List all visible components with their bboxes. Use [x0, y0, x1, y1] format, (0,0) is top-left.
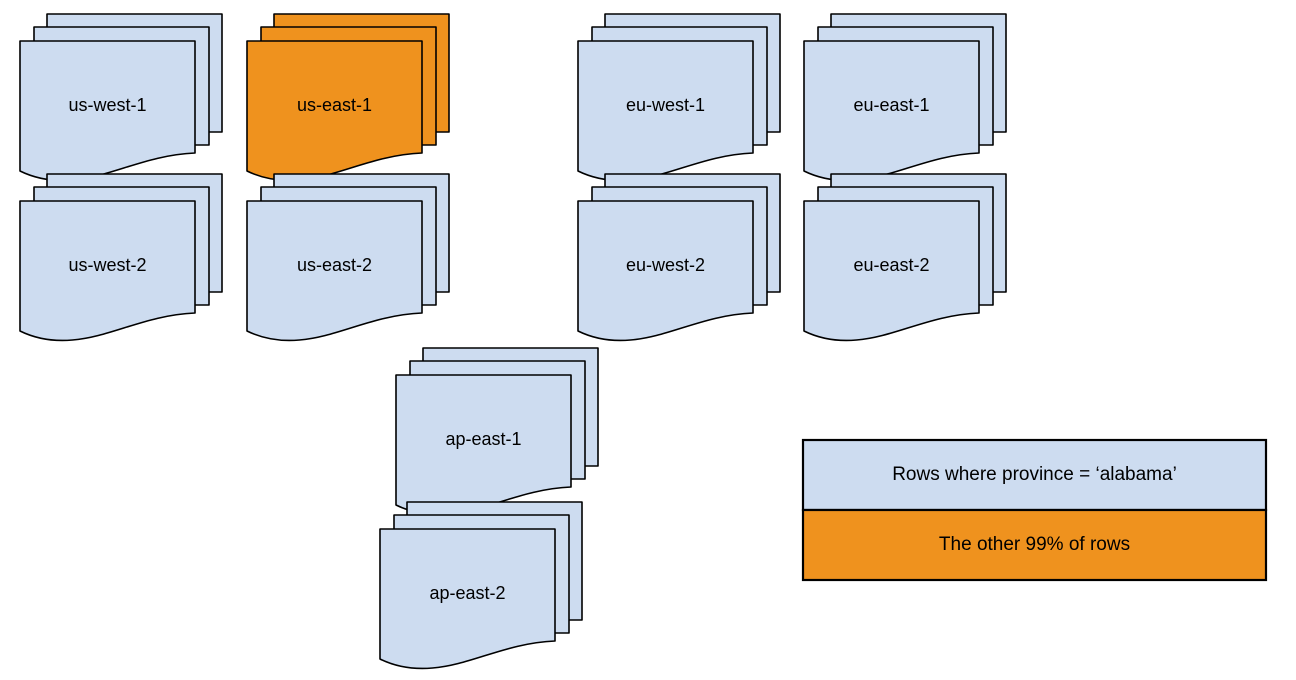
legend-swatch-1 — [801, 438, 1268, 512]
stack-label-us-east-1: us-east-1 — [297, 95, 372, 115]
stack-front-sheet — [379, 528, 556, 670]
legend-group: Rows where province = ‘alabama’ The other… — [801, 438, 1268, 582]
document-stack-eu-east-2[interactable]: eu-east-2 — [803, 173, 1007, 342]
stack-label-us-west-2: us-west-2 — [68, 255, 146, 275]
document-stack-us-east-1[interactable]: us-east-1 — [246, 13, 450, 182]
document-stack-us-west-2[interactable]: us-west-2 — [19, 173, 223, 342]
document-stack-us-west-1[interactable]: us-west-1 — [19, 13, 223, 182]
stack-label-eu-west-1: eu-west-1 — [626, 95, 705, 115]
stack-front-sheet — [19, 200, 196, 342]
legend-row-alabama[interactable]: Rows where province = ‘alabama’ — [801, 438, 1268, 512]
document-stack-ap-east-1[interactable]: ap-east-1 — [395, 347, 599, 516]
stack-label-eu-east-1: eu-east-1 — [853, 95, 929, 115]
document-stack-eu-west-1[interactable]: eu-west-1 — [577, 13, 781, 182]
document-stack-eu-west-2[interactable]: eu-west-2 — [577, 173, 781, 342]
stack-label-ap-east-1: ap-east-1 — [445, 429, 521, 449]
stack-front-sheet — [577, 200, 754, 342]
legend-label-1: Rows where province = ‘alabama’ — [892, 464, 1177, 485]
document-stacks-group: us-west-1 us-east-1 eu-west-1 eu-east-1 us-w… — [19, 13, 1007, 670]
document-stack-eu-east-1[interactable]: eu-east-1 — [803, 13, 1007, 182]
document-stack-us-east-2[interactable]: us-east-2 — [246, 173, 450, 342]
legend-row-other[interactable]: The other 99% of rows — [801, 508, 1268, 582]
stack-front-sheet — [803, 200, 980, 342]
stack-label-us-east-2: us-east-2 — [297, 255, 372, 275]
legend-label-2: The other 99% of rows — [939, 534, 1130, 555]
document-stack-ap-east-2[interactable]: ap-east-2 — [379, 501, 583, 670]
stack-label-us-west-1: us-west-1 — [68, 95, 146, 115]
stack-front-sheet — [246, 200, 423, 342]
stack-label-ap-east-2: ap-east-2 — [429, 583, 505, 603]
legend-swatch-2 — [801, 508, 1268, 582]
stack-label-eu-east-2: eu-east-2 — [853, 255, 929, 275]
stack-label-eu-west-2: eu-west-2 — [626, 255, 705, 275]
